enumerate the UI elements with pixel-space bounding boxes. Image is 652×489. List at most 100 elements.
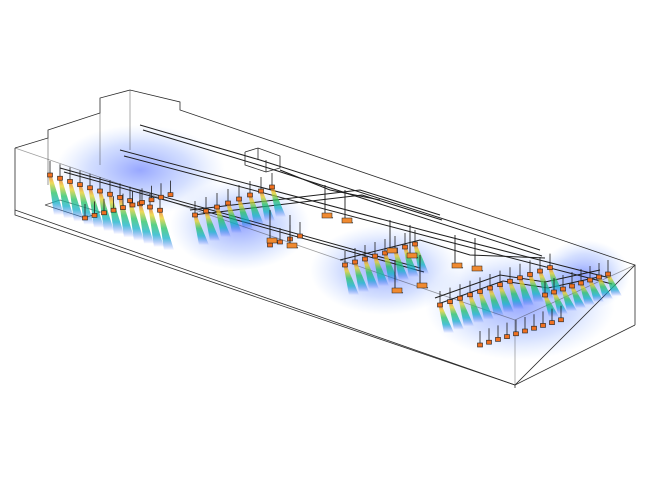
outlet-box — [386, 247, 398, 254]
diffuser — [477, 289, 483, 294]
outlet-box — [391, 287, 403, 294]
airflow-plume — [259, 191, 275, 221]
airflow-plume — [226, 203, 242, 233]
diffuser — [362, 256, 368, 262]
airflow-plume — [579, 283, 595, 305]
diffuser — [269, 184, 275, 190]
airflow-plume — [488, 288, 504, 316]
airflow-plume — [215, 207, 231, 237]
diffuser — [214, 204, 220, 210]
diffuser — [225, 200, 231, 206]
diffuser — [277, 239, 283, 245]
diffuser — [297, 233, 303, 239]
airflow-plume — [538, 271, 554, 299]
airflow-plume — [393, 250, 409, 280]
diffuser — [486, 339, 492, 345]
diffuser — [578, 280, 584, 286]
airflow-plume — [561, 289, 577, 311]
airflow-plume — [498, 284, 514, 313]
diffuser — [91, 213, 98, 218]
diffuser — [560, 286, 566, 292]
diffuser — [587, 277, 593, 283]
airflow-plume — [343, 265, 359, 295]
diffuser — [97, 188, 103, 194]
diffuser — [157, 207, 163, 213]
duct-branch — [339, 239, 546, 261]
diffuser — [457, 295, 463, 301]
airflow-plume — [458, 298, 474, 327]
diffuser — [569, 283, 575, 289]
diffuser — [87, 185, 93, 191]
outlet-box — [321, 212, 333, 219]
duct-trunk — [142, 129, 543, 257]
diffuser — [352, 259, 358, 265]
duct-trunk — [192, 194, 443, 221]
diffuser — [267, 242, 273, 248]
envelope-edge — [14, 210, 516, 386]
diffuser — [57, 175, 63, 181]
diffuser — [513, 331, 519, 337]
diffuser — [437, 302, 443, 308]
diffuser — [67, 179, 73, 184]
airflow-plume — [58, 178, 74, 219]
diffuser — [258, 188, 264, 194]
diffuser — [477, 342, 483, 348]
airflow-plume — [353, 262, 369, 292]
diffuser — [412, 241, 418, 247]
building-envelope — [14, 89, 636, 388]
outlet-box — [266, 237, 278, 244]
diffuser — [531, 325, 537, 331]
diffuser — [192, 212, 198, 218]
airflow-plume — [552, 292, 568, 314]
airflow-plume — [606, 274, 622, 296]
diffuser — [107, 191, 113, 197]
duct-trunk — [189, 189, 441, 216]
airflow-plume — [128, 200, 144, 241]
diffuser — [504, 334, 510, 339]
airflow-plume — [478, 291, 494, 320]
duct-trunk — [139, 124, 541, 251]
airflow-plume — [148, 207, 164, 247]
diffuser — [495, 337, 501, 342]
airflow-plume — [68, 181, 84, 222]
diffuser — [547, 265, 553, 270]
airflow-plume — [543, 295, 559, 317]
airflow-plume — [363, 259, 379, 289]
outlet-box — [406, 252, 418, 259]
airflow-plume — [204, 211, 220, 241]
diffuser — [549, 320, 555, 325]
airflow-plume — [468, 294, 484, 323]
airflow-plume — [48, 175, 64, 215]
diffuser — [101, 210, 107, 216]
airflow-plume — [597, 277, 613, 299]
diffuser — [127, 198, 133, 203]
diffuser — [110, 207, 117, 213]
diffuser — [537, 268, 543, 274]
diffuser — [372, 253, 378, 259]
diffuser — [120, 205, 126, 210]
airflow-plume — [248, 195, 264, 225]
diffuser — [342, 262, 348, 268]
diffuser — [596, 274, 602, 280]
diffuser — [522, 328, 528, 334]
diffuser — [551, 289, 557, 295]
airflow-plume — [78, 184, 94, 225]
diffuser — [542, 292, 548, 298]
airflow-plume — [158, 210, 174, 251]
outlet-box — [416, 282, 428, 289]
diffuser — [147, 204, 153, 210]
diffuser-groups — [47, 161, 622, 348]
outlet-box — [451, 262, 463, 269]
airflow-plume — [548, 267, 564, 296]
diffuser — [247, 192, 253, 198]
diffuser — [402, 244, 408, 250]
mechanical-box — [244, 147, 281, 173]
diffuser — [117, 195, 123, 200]
diffuser — [497, 282, 503, 287]
diffuser — [605, 271, 611, 277]
envelope-edge — [14, 89, 636, 386]
diffuser — [447, 299, 453, 304]
diffuser — [517, 275, 523, 281]
duct-branch — [279, 169, 381, 201]
